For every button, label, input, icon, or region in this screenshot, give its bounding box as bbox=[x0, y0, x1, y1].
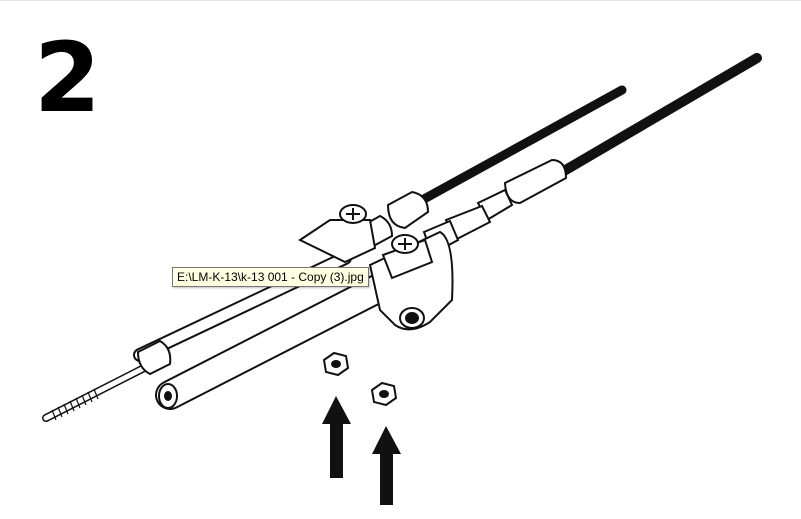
screw-upper bbox=[339, 204, 367, 224]
clamp-block bbox=[297, 219, 454, 331]
arrow-up-left bbox=[322, 396, 351, 478]
outer-tube bbox=[155, 270, 400, 410]
screw-lower bbox=[391, 234, 419, 254]
step-number: 2 bbox=[34, 22, 101, 134]
arrow-up-right bbox=[372, 426, 401, 505]
lower-cable-rod bbox=[535, 53, 762, 190]
top-border bbox=[0, 0, 801, 1]
upper-cable-rod bbox=[390, 85, 627, 220]
hex-nut-right bbox=[370, 381, 398, 407]
file-path-tooltip: E:\LM-K-13\k-13 001 - Copy (3).jpg bbox=[172, 267, 369, 287]
hex-nut-left bbox=[322, 351, 350, 377]
